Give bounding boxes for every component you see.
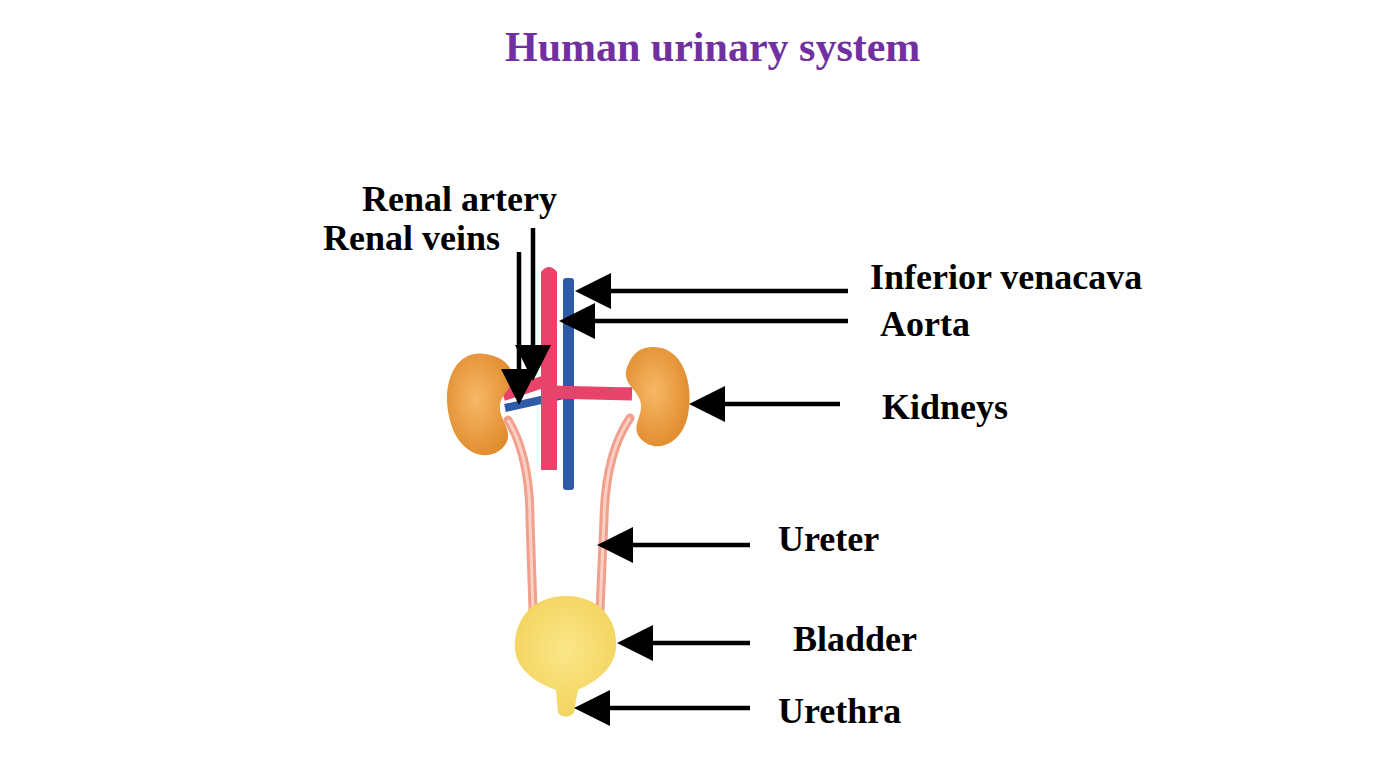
part-label: Renal artery bbox=[362, 181, 557, 217]
part-label: Aorta bbox=[880, 306, 970, 342]
ureter-highlight bbox=[600, 418, 630, 610]
part-label: Urethra bbox=[778, 693, 901, 729]
leader-line bbox=[584, 289, 848, 294]
kidney-organ bbox=[626, 347, 690, 446]
vena-cava-vessel bbox=[563, 278, 574, 490]
diagram-title: Human urinary system bbox=[505, 26, 920, 68]
ureter-tube bbox=[600, 418, 630, 610]
part-label: Kidneys bbox=[882, 389, 1008, 425]
part-label: Ureter bbox=[778, 521, 879, 557]
leader-line bbox=[606, 543, 750, 548]
ureter-highlight bbox=[508, 420, 533, 610]
renal-artery-vessel bbox=[549, 392, 632, 394]
leader-line bbox=[568, 319, 848, 324]
aorta-vessel bbox=[541, 267, 557, 470]
part-label: Inferior venacava bbox=[870, 259, 1142, 295]
part-label: Renal veins bbox=[323, 220, 500, 256]
ureter-tube bbox=[508, 420, 533, 610]
leader-line bbox=[583, 706, 750, 711]
leader-line bbox=[626, 641, 750, 646]
leader-line bbox=[698, 402, 840, 407]
kidney-organ bbox=[447, 353, 513, 455]
leader-line bbox=[517, 252, 522, 396]
part-label: Bladder bbox=[793, 621, 917, 657]
leader-line bbox=[531, 228, 536, 372]
bladder-organ bbox=[515, 596, 616, 717]
